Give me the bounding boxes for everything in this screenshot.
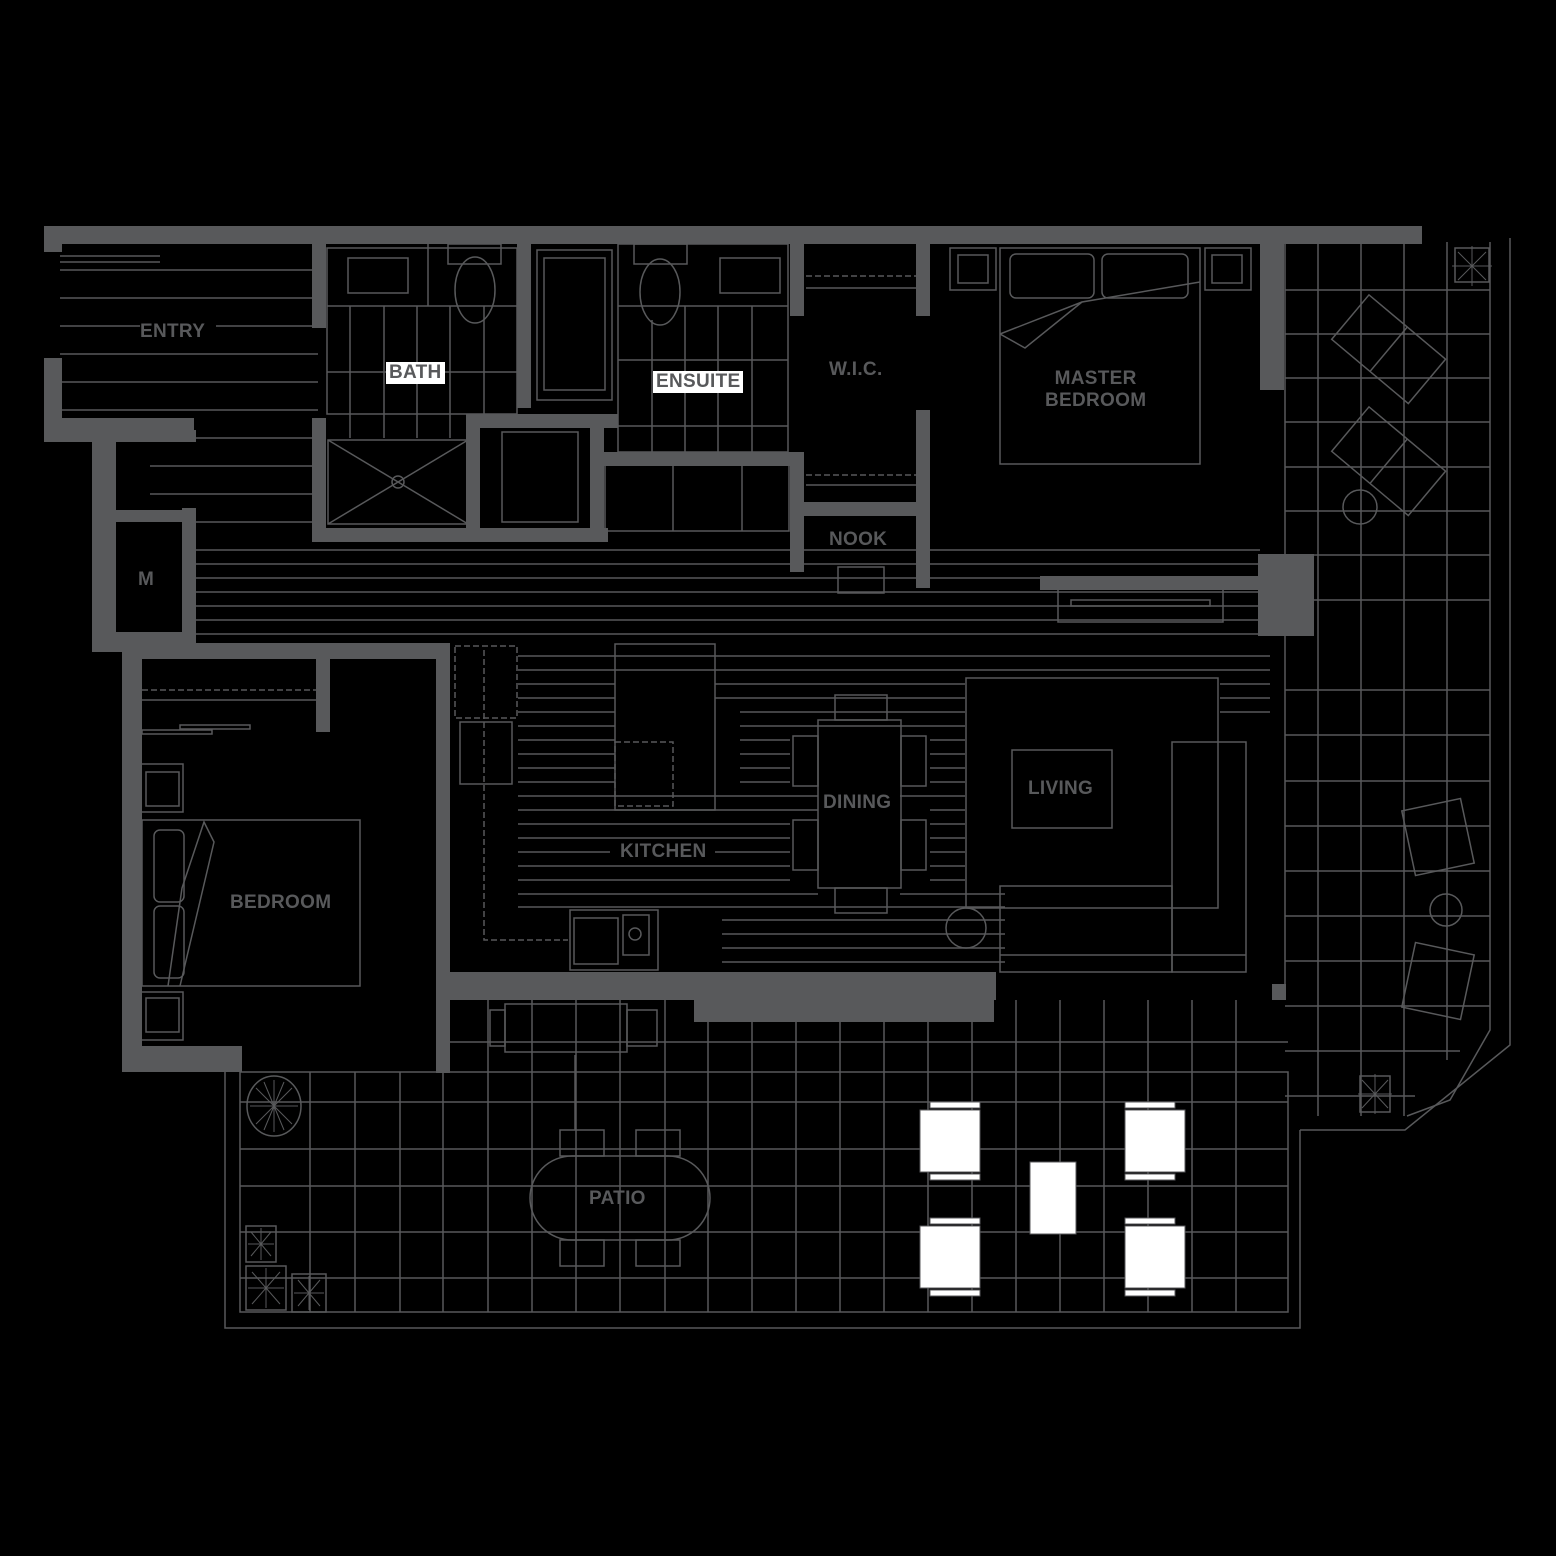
white-patio-chairs [919,1101,1186,1297]
room-label-living: LIVING [1028,778,1094,799]
room-label-mechanical: M [138,569,155,590]
lounge-chairs [1330,293,1447,405]
room-label-master-bedroom: MASTER BEDROOM [1045,368,1146,412]
plant-icons [245,247,1490,1313]
patio-grid [224,1000,1301,1329]
room-label-entry: ENTRY [140,321,206,342]
walls [44,226,1422,1073]
room-label-dining: DINING [823,792,892,813]
bedroom-bed [140,689,361,1041]
room-label-nook: NOOK [829,529,888,550]
wic-shelves [806,275,916,594]
east-terrace-grid [1284,238,1511,1131]
room-label-ensuite: ENSUITE [653,371,744,393]
plant-starbursts [248,246,1492,1310]
room-label-bedroom: BEDROOM [230,892,332,913]
bath-shower [327,439,469,525]
dining-table [792,694,927,914]
room-label-patio: PATIO [589,1188,646,1209]
room-label-master-line1: MASTER [1054,368,1137,389]
room-label-kitchen: KITCHEN [620,841,707,862]
room-label-wic: W.I.C. [829,359,883,380]
room-label-master-line2: BEDROOM [1045,390,1147,411]
bath-tiles [326,243,518,438]
patio-furniture [489,1003,711,1267]
ensuite-tiles [501,243,790,532]
master-bed [949,247,1252,623]
kitchen-fixtures [454,643,716,971]
kitchen-floor-lines [518,655,1270,963]
room-label-bath: BATH [386,362,445,384]
living-furniture [945,677,1247,973]
